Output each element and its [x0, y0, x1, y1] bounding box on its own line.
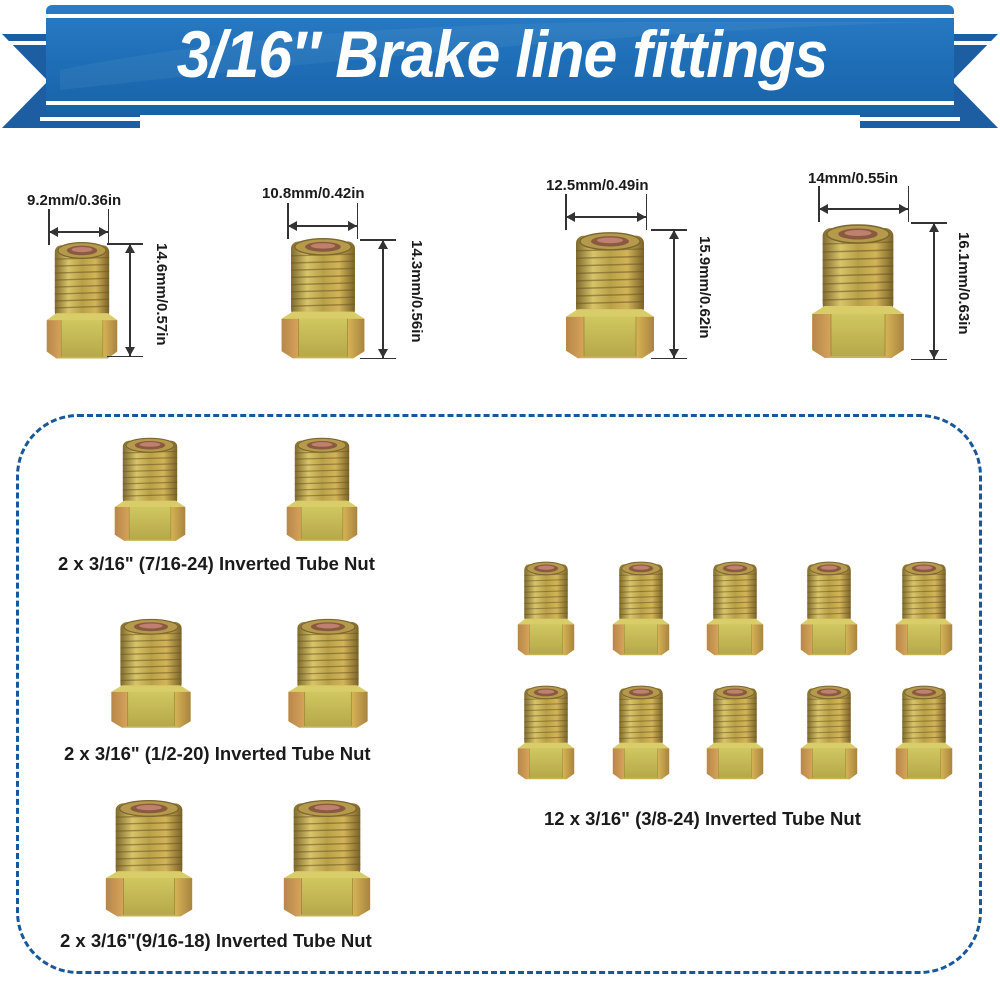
width-dimension-line [818, 186, 909, 222]
height-label: 14.3mm/0.56in [408, 240, 425, 343]
height-dimension-line [360, 239, 396, 359]
width-dimension-line [287, 203, 358, 239]
fitting-image [514, 560, 578, 658]
fitting-image [806, 222, 910, 362]
width-label: 9.2mm/0.36in [27, 192, 122, 209]
fitting-image [892, 560, 956, 658]
group-caption: 12 x 3/16" (3/8-24) Inverted Tube Nut [544, 808, 861, 829]
group-caption: 2 x 3/16" (7/16-24) Inverted Tube Nut [58, 553, 375, 574]
fitting-image [100, 798, 198, 920]
title-banner: 3/16″ Brake line fittings [0, 0, 1000, 140]
fitting-image [609, 560, 673, 658]
height-label: 16.1mm/0.63in [955, 232, 972, 335]
fitting-image [609, 684, 673, 782]
fitting-image [110, 436, 190, 544]
fitting-image [703, 560, 767, 658]
width-label: 12.5mm/0.49in [546, 177, 649, 194]
ribbon-graphic [2, 5, 998, 128]
fitting-image [892, 684, 956, 782]
group-caption: 2 x 3/16" (1/2-20) Inverted Tube Nut [64, 743, 371, 764]
banner-title: 3/16″ Brake line fittings [176, 17, 829, 91]
fitting-image [703, 684, 767, 782]
fitting-image [42, 240, 122, 362]
width-label: 10.8mm/0.42in [262, 185, 365, 202]
fitting-image [560, 230, 660, 362]
width-dimension-line [565, 194, 647, 230]
height-label: 15.9mm/0.62in [696, 236, 713, 339]
fitting-image [283, 617, 373, 731]
height-dimension-line [651, 229, 687, 359]
fitting-image [282, 436, 362, 544]
fitting-image [514, 684, 578, 782]
height-label: 14.6mm/0.57in [153, 243, 170, 346]
fitting-image [797, 560, 861, 658]
group-caption: 2 x 3/16"(9/16-18) Inverted Tube Nut [60, 930, 372, 951]
height-dimension-line [911, 222, 947, 360]
fitting-image [276, 236, 370, 362]
width-dimension-line [48, 209, 109, 245]
height-dimension-line [107, 243, 143, 357]
kit-contents-frame [16, 414, 982, 974]
fitting-image [106, 617, 196, 731]
fitting-image [278, 798, 376, 920]
width-label: 14mm/0.55in [808, 170, 899, 187]
fitting-image [797, 684, 861, 782]
